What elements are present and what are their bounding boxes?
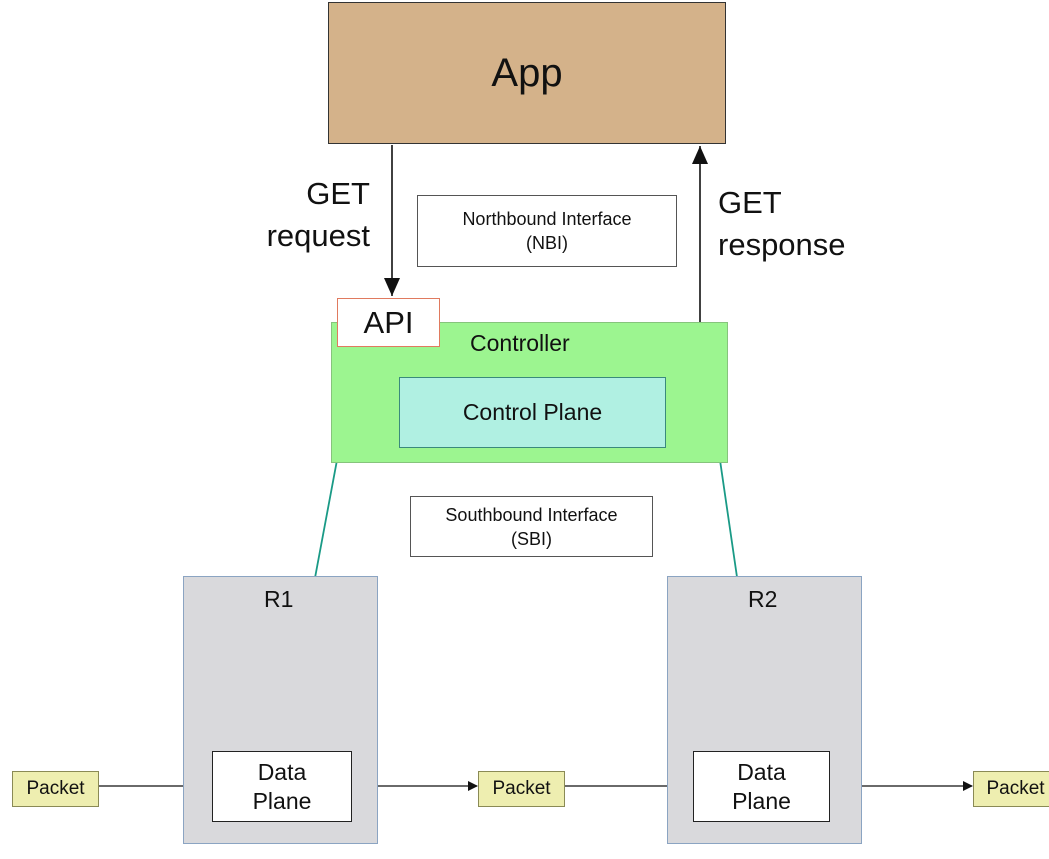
get-response-label: GET response [718, 185, 846, 262]
router-r1-label: R1 [264, 586, 294, 612]
nbi-label: Northbound Interface (NBI) [417, 195, 677, 267]
control-plane-node: Control Plane [399, 377, 666, 448]
app-node: App [328, 2, 726, 144]
controller-label: Controller [470, 330, 570, 356]
packet-out: Packet [973, 771, 1049, 807]
data-plane-r1: Data Plane [212, 751, 352, 822]
app-label: App [491, 50, 563, 95]
get-request-label: GET request [266, 176, 370, 253]
router-r2-label: R2 [748, 586, 778, 612]
packet-in: Packet [12, 771, 99, 807]
sbi-label: Southbound Interface (SBI) [410, 496, 653, 557]
api-node: API [337, 298, 440, 347]
api-label: API [363, 304, 414, 340]
packet-mid: Packet [478, 771, 565, 807]
data-plane-r2: Data Plane [693, 751, 830, 822]
control-plane-label: Control Plane [462, 399, 603, 425]
